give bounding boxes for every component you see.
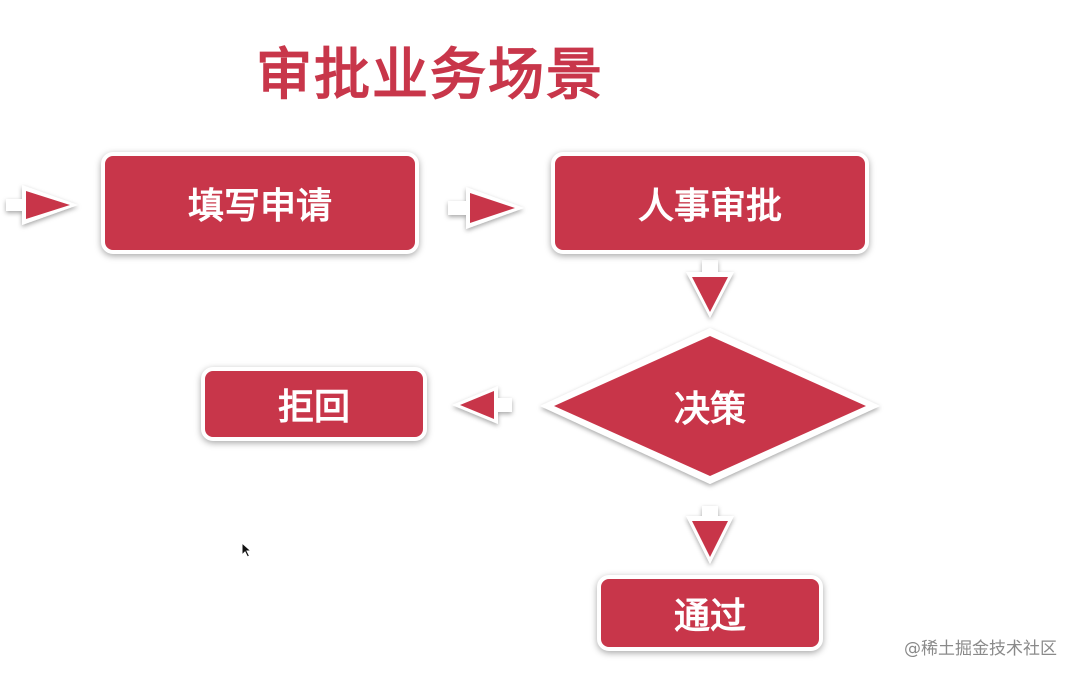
arrow-fill-to-hr: [448, 187, 524, 229]
decision-diamond: [540, 328, 880, 484]
entry-arrow: [6, 185, 78, 225]
mouse-pointer-icon: [241, 541, 253, 562]
node-hr-approval-label: 人事审批: [637, 186, 782, 227]
arrow-decision-to-reject: [452, 386, 512, 424]
node-reject: 拒回: [201, 367, 427, 441]
node-hr-approval: 人事审批: [551, 152, 869, 254]
slide-title: 审批业务场景: [256, 43, 604, 108]
node-reject-label: 拒回: [277, 387, 350, 428]
watermark: @稀土掘金技术社区: [904, 639, 1057, 659]
node-fill-request: 填写申请: [101, 152, 419, 254]
node-decision-label: 决策: [673, 389, 747, 430]
node-fill-request-label: 填写申请: [187, 186, 332, 227]
arrow-hr-to-decision: [686, 260, 734, 318]
node-pass: 通过: [597, 575, 823, 651]
arrow-decision-to-pass: [686, 506, 734, 564]
node-pass-label: 通过: [673, 596, 746, 637]
